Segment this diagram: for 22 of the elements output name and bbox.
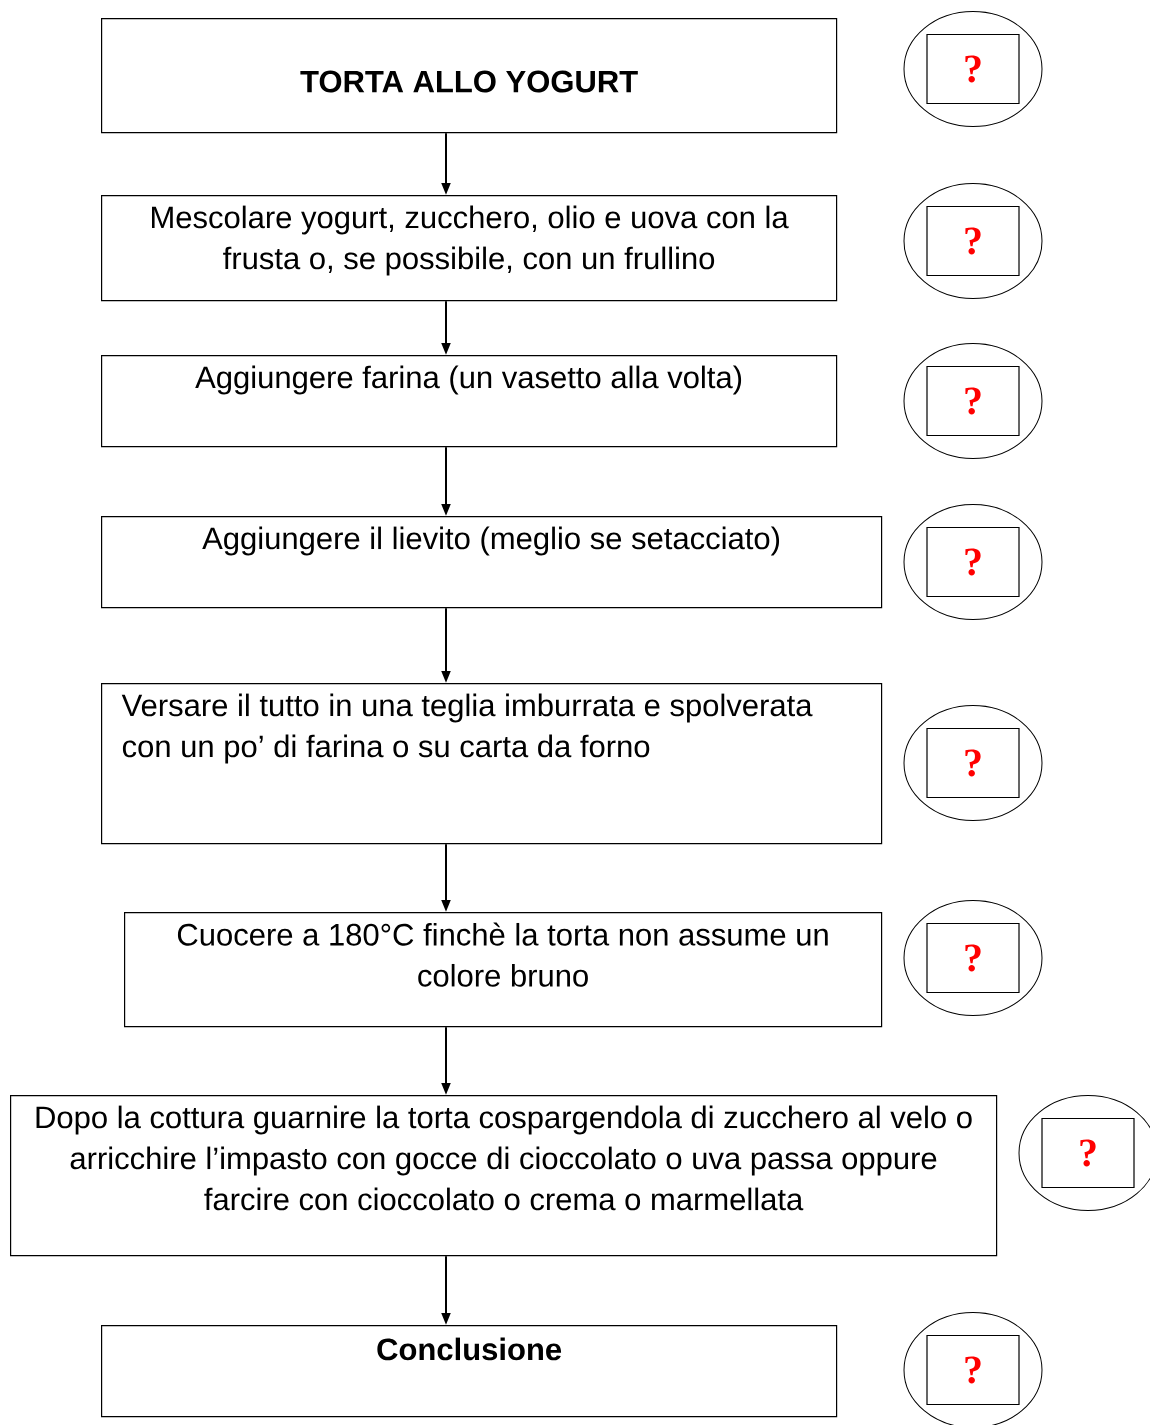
question-box: ? <box>926 727 1020 799</box>
step-box: TORTA ALLO YOGURT <box>101 18 838 134</box>
question-box: ? <box>926 33 1020 105</box>
step-box: Aggiungere farina (un vasetto alla volta) <box>101 355 838 448</box>
step-box: Dopo la cottura guarnire la torta cospargendola di zucchero al velo o arricchire l’impasto con gocce di cioccolato o uva passa oppure farcire con cioccolato o crema o marmellata <box>10 1095 998 1257</box>
step-box: Mescolare yogurt, zucchero, olio e uova con la frusta o, se possibile, con un frullino <box>101 195 838 302</box>
oval <box>903 183 1043 299</box>
step-box: Conclusione <box>101 1325 838 1418</box>
oval <box>903 343 1043 459</box>
question-box: ? <box>926 1334 1020 1406</box>
question-box: ? <box>926 205 1020 277</box>
oval <box>903 705 1043 821</box>
question-box: ? <box>926 365 1020 437</box>
step-box: Aggiungere il lievito (meglio se setacciato) <box>101 516 883 609</box>
question-box: ? <box>926 922 1020 994</box>
step-box: Versare il tutto in una teglia imburrata e spolverata con un po’ di farina o su carta da forno <box>101 683 883 845</box>
oval <box>903 11 1043 127</box>
oval <box>903 900 1043 1016</box>
step-box: Cuocere a 180°C finchè la torta non assume un colore bruno <box>124 912 883 1028</box>
oval <box>903 504 1043 620</box>
question-box: ? <box>926 526 1020 598</box>
question-box: ? <box>1041 1117 1135 1189</box>
